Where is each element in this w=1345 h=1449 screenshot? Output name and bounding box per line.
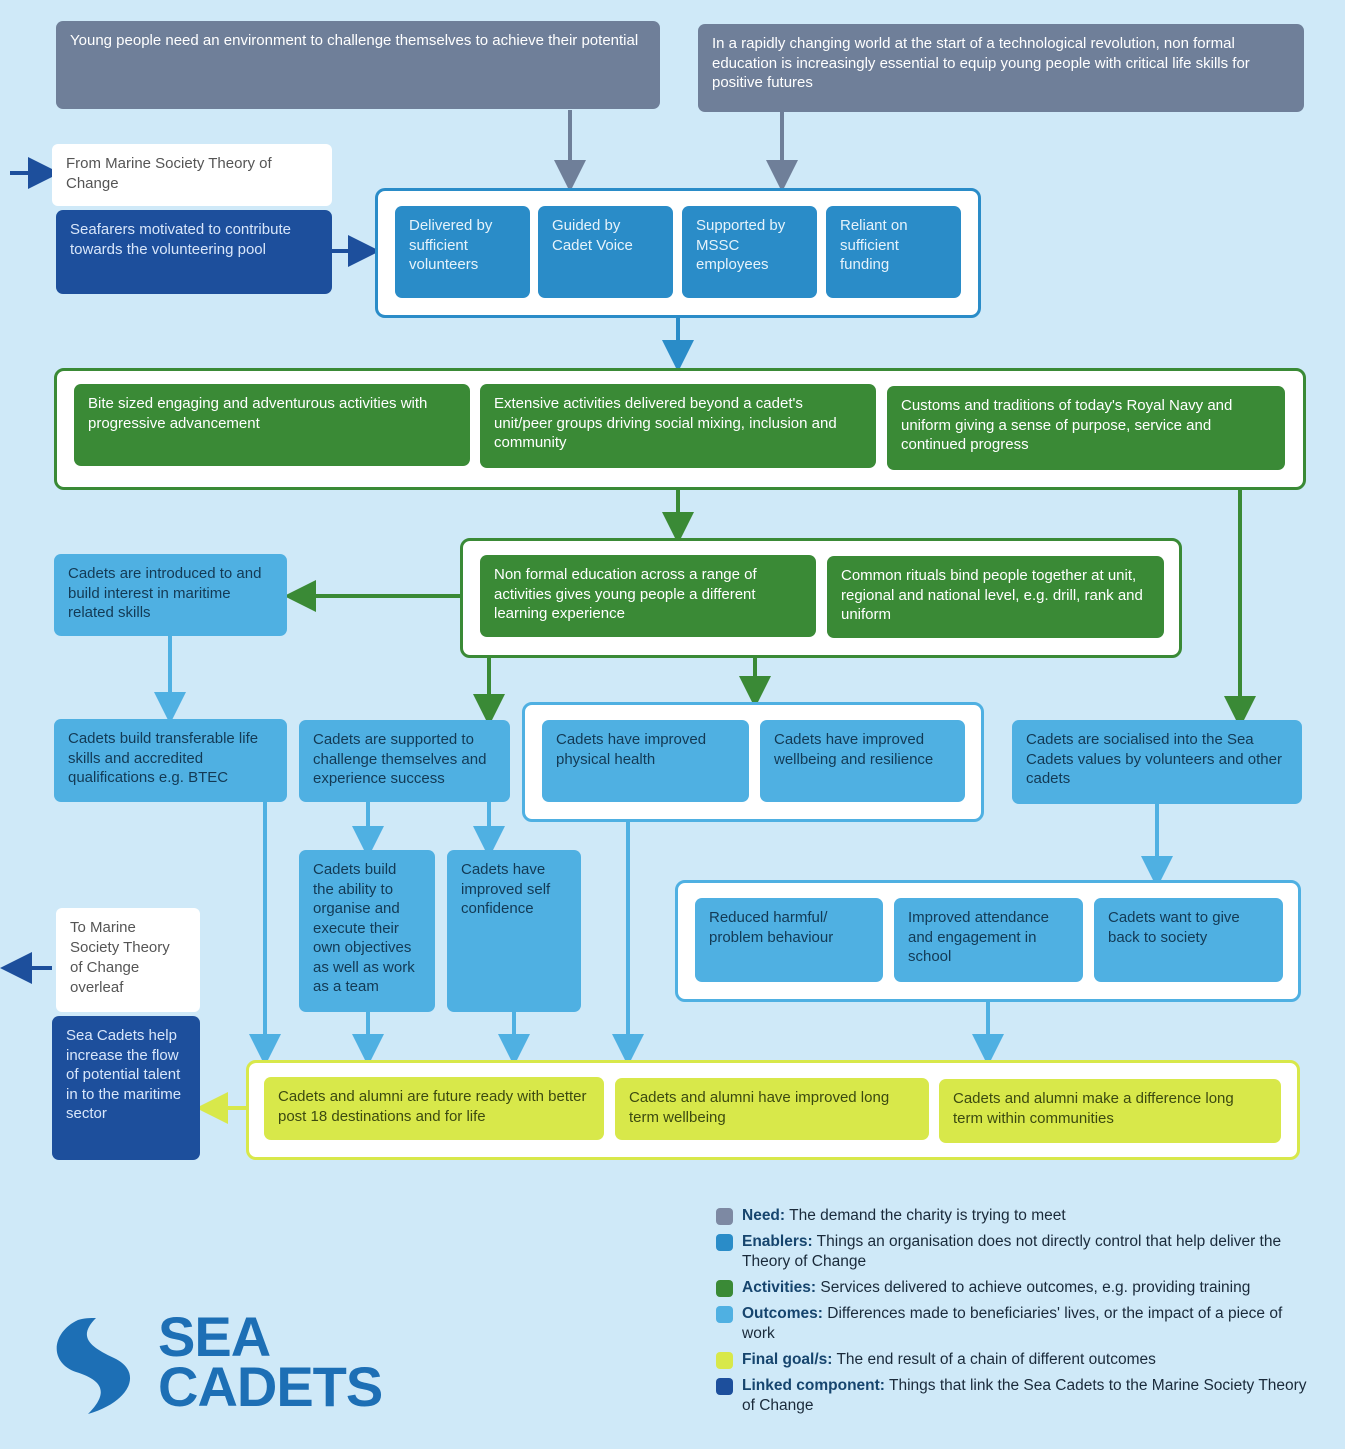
logo-line-sea: SEA bbox=[158, 1305, 271, 1368]
legend-swatch bbox=[716, 1234, 733, 1251]
from-marine-society-note: From Marine Society Theory of Change bbox=[52, 144, 332, 206]
legend-swatch bbox=[716, 1378, 733, 1395]
activity-box: Non formal education across a range of a… bbox=[480, 555, 816, 637]
outcome-box: Cadets are socialised into the Sea Cadet… bbox=[1012, 720, 1302, 804]
goal-box: Cadets and alumni have improved long ter… bbox=[615, 1078, 929, 1140]
legend-swatch bbox=[716, 1306, 733, 1323]
activity-box: Extensive activities delivered beyond a … bbox=[480, 384, 876, 468]
legend-term: Linked component: bbox=[742, 1377, 885, 1394]
to-marine-society-note: To Marine Society Theory of Change overl… bbox=[56, 908, 200, 1012]
outcome-box: Cadets want to give back to society bbox=[1094, 898, 1283, 982]
outcome-box: Cadets have improved physical health bbox=[542, 720, 749, 802]
legend: Need: The demand the charity is trying t… bbox=[716, 1206, 1316, 1422]
outcome-box: Cadets have improved wellbeing and resil… bbox=[760, 720, 965, 802]
linked-component-talent: Sea Cadets help increase the flow of pot… bbox=[52, 1016, 200, 1160]
outcome-box: Cadets are supported to challenge themse… bbox=[299, 720, 510, 802]
sea-cadets-logo: SEA CADETS bbox=[48, 1305, 448, 1422]
enabler-box: Supported by MSSC employees bbox=[682, 206, 817, 298]
legend-term: Final goal/s: bbox=[742, 1351, 833, 1368]
legend-desc: Things that link the Sea Cadets to the M… bbox=[742, 1377, 1307, 1414]
legend-desc: Things an organisation does not directly… bbox=[742, 1233, 1282, 1270]
legend-item: Need: The demand the charity is trying t… bbox=[716, 1206, 1316, 1226]
enabler-box: Guided by Cadet Voice bbox=[538, 206, 673, 298]
activity-box: Customs and traditions of today's Royal … bbox=[887, 386, 1285, 470]
legend-swatch bbox=[716, 1352, 733, 1369]
legend-swatch bbox=[716, 1280, 733, 1297]
enabler-box: Delivered by sufficient volunteers bbox=[395, 206, 530, 298]
goal-box: Cadets and alumni are future ready with … bbox=[264, 1077, 604, 1140]
legend-term: Activities: bbox=[742, 1279, 817, 1296]
need-box: In a rapidly changing world at the start… bbox=[698, 24, 1304, 112]
legend-desc: Differences made to beneficiaries' lives… bbox=[742, 1305, 1283, 1342]
logo-line-cadets: CADETS bbox=[158, 1355, 383, 1418]
enabler-box: Reliant on sufficient funding bbox=[826, 206, 961, 298]
legend-desc: Services delivered to achieve outcomes, … bbox=[820, 1279, 1251, 1296]
outcome-box: Cadets build the ability to organise and… bbox=[299, 850, 435, 1012]
legend-item: Enablers: Things an organisation does no… bbox=[716, 1232, 1316, 1272]
legend-desc: The demand the charity is trying to meet bbox=[789, 1207, 1066, 1224]
goal-box: Cadets and alumni make a difference long… bbox=[939, 1079, 1281, 1143]
need-box: Young people need an environment to chal… bbox=[56, 21, 660, 109]
logo-text: SEA CADETS bbox=[158, 1305, 383, 1418]
outcome-box: Reduced harmful/ problem behaviour bbox=[695, 898, 883, 982]
legend-swatch bbox=[716, 1208, 733, 1225]
legend-item: Final goal/s: The end result of a chain … bbox=[716, 1350, 1316, 1370]
linked-component-seafarers: Seafarers motivated to contribute toward… bbox=[56, 210, 332, 294]
legend-term: Outcomes: bbox=[742, 1305, 823, 1322]
activity-box: Bite sized engaging and adventurous acti… bbox=[74, 384, 470, 466]
legend-item: Linked component: Things that link the S… bbox=[716, 1376, 1316, 1416]
outcome-box: Improved attendance and engagement in sc… bbox=[894, 898, 1083, 982]
outcome-box: Cadets build transferable life skills an… bbox=[54, 719, 287, 802]
legend-item: Outcomes: Differences made to beneficiar… bbox=[716, 1304, 1316, 1344]
outcome-box: Cadets are introduced to and build inter… bbox=[54, 554, 287, 636]
legend-term: Enablers: bbox=[742, 1233, 813, 1250]
outcome-box: Cadets have improved self confidence bbox=[447, 850, 581, 1012]
legend-desc: The end result of a chain of different o… bbox=[836, 1351, 1156, 1368]
legend-term: Need: bbox=[742, 1207, 786, 1224]
activity-box: Common rituals bind people together at u… bbox=[827, 556, 1164, 638]
wave-logo-icon bbox=[56, 1318, 131, 1414]
legend-item: Activities: Services delivered to achiev… bbox=[716, 1278, 1316, 1298]
